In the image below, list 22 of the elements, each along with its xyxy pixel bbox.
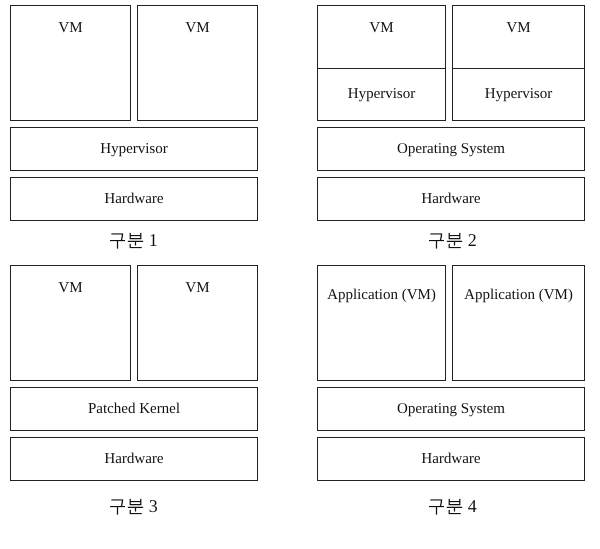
- application-box: Application (VM): [317, 265, 446, 381]
- application-box: Application (VM): [452, 265, 585, 381]
- hypervisor-layer: Hypervisor: [317, 68, 446, 121]
- kernel-layer: Patched Kernel: [10, 387, 258, 431]
- vm-box: VM: [317, 5, 446, 69]
- hypervisor-layer: Hypervisor: [452, 68, 585, 121]
- hardware-layer: Hardware: [317, 437, 585, 481]
- panel-caption: 구분 4: [427, 495, 477, 518]
- hardware-layer: Hardware: [10, 437, 258, 481]
- os-layer: Operating System: [317, 127, 585, 171]
- vm-box: VM: [137, 5, 258, 121]
- vm-box: VM: [137, 265, 258, 381]
- panel-caption: 구분 2: [427, 229, 477, 252]
- os-layer: Operating System: [317, 387, 585, 431]
- vm-box: VM: [10, 5, 131, 121]
- hypervisor-layer: Hypervisor: [10, 127, 258, 171]
- panel-caption: 구분 3: [108, 495, 158, 518]
- hardware-layer: Hardware: [10, 177, 258, 221]
- hardware-layer: Hardware: [317, 177, 585, 221]
- panel-caption: 구분 1: [108, 229, 158, 252]
- vm-box: VM: [452, 5, 585, 69]
- vm-box: VM: [10, 265, 131, 381]
